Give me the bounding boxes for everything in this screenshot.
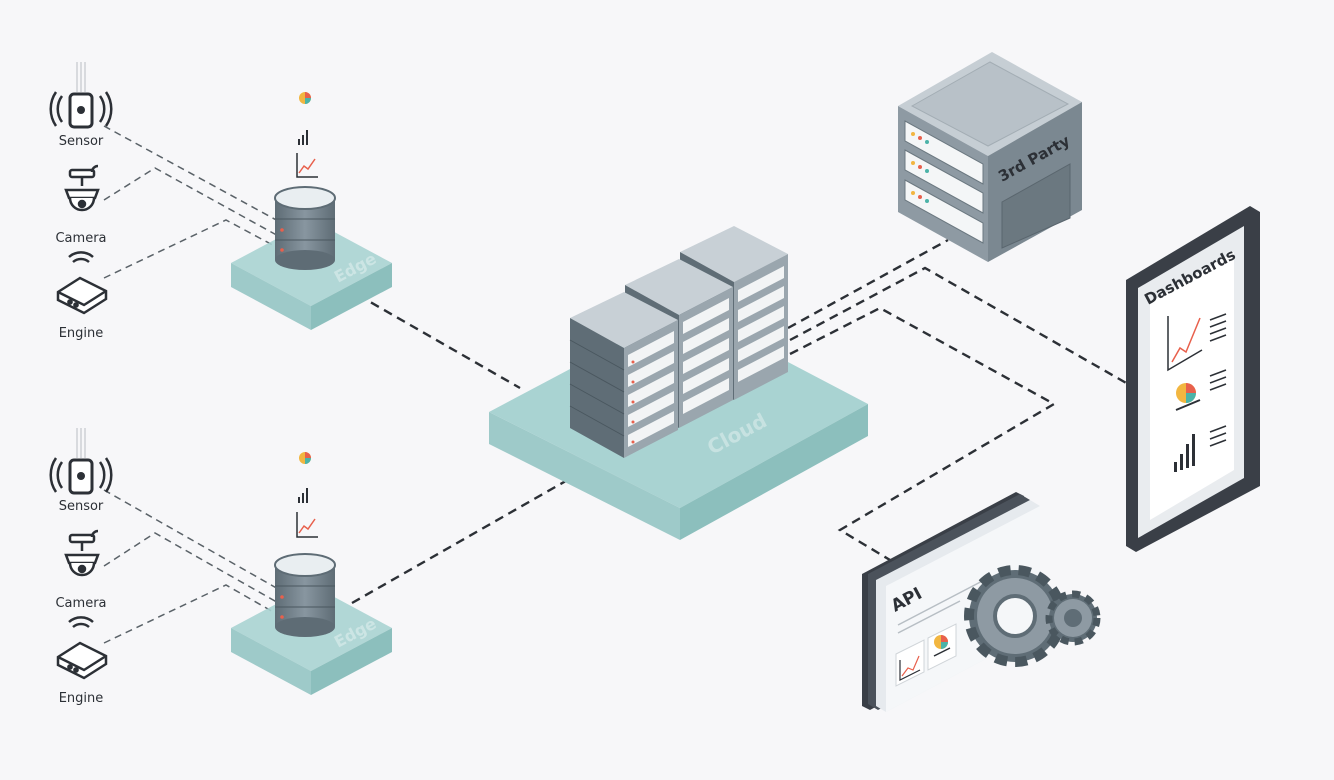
sensor-label: Sensor [59,134,104,149]
sensor-icon [49,62,113,129]
engine-label: Engine [59,326,104,341]
camera-icon [64,164,100,212]
camera-icon [64,529,100,577]
api-node: API [862,492,1101,712]
mini-chart-icons [296,452,318,538]
engine-icon [56,251,108,315]
line-chart-icon [1167,313,1227,372]
camera-label: Camera [55,596,106,611]
edge-node-top: Edge [231,92,392,330]
bar-chart-icon [1174,425,1227,472]
gear-icon [964,565,1066,667]
gear-icon [1045,590,1101,646]
connection-lines [103,125,1129,644]
camera-label: Camera [55,231,106,246]
cloud-node: Cloud [489,226,868,540]
line-chart-icon [895,639,925,687]
pie-chart-icon [927,623,957,671]
sensor-icon [49,428,113,495]
server-rack [569,292,678,458]
engine-label: Engine [59,691,104,706]
pie-chart-icon [1175,369,1227,411]
third-party-node: 3rd Party [898,52,1082,262]
dashboards-node: Dashboards [1126,206,1260,552]
edge-node-bottom: Edge [231,452,392,695]
engine-icon [56,616,108,680]
sensor-label: Sensor [59,499,104,514]
mini-chart-icons [296,92,318,178]
